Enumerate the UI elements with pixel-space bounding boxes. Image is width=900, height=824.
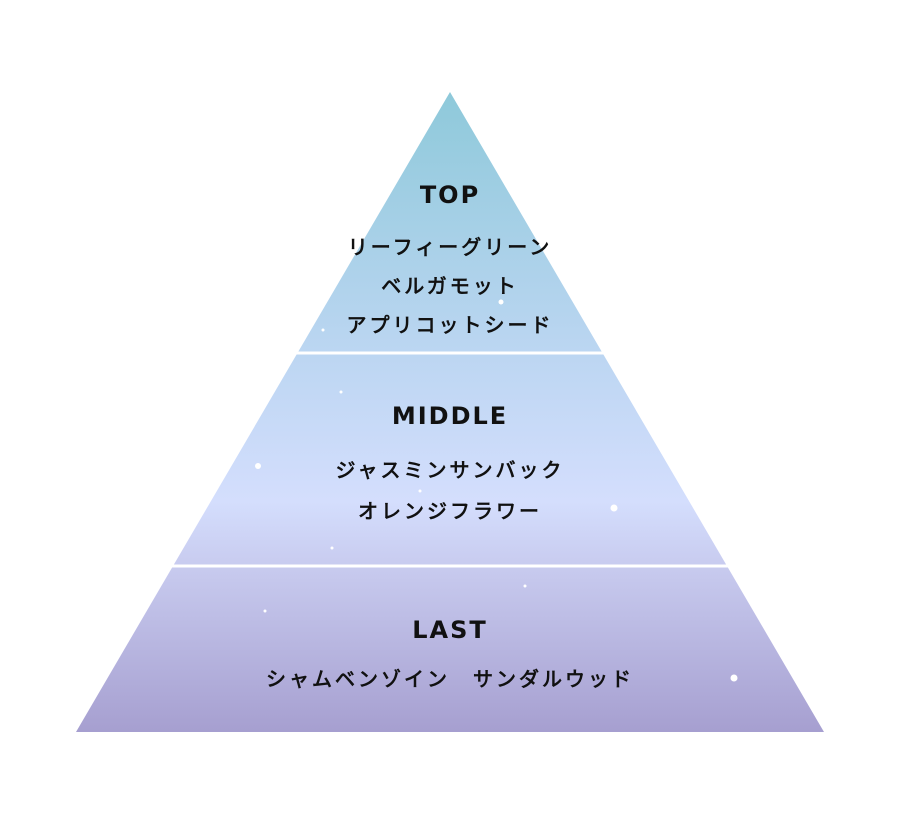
note-item: オレンジフラワー <box>358 499 542 523</box>
note-item: ベルガモット <box>381 274 519 298</box>
pyramid-shape <box>76 92 824 732</box>
sparkle-dots <box>255 299 738 682</box>
note-item: リーフィーグリーン <box>347 235 553 259</box>
note-item: ジャスミンサンバック <box>335 458 565 482</box>
note-item: シャムベンゾイン サンダルウッド <box>266 667 634 691</box>
tier-title-last: LAST <box>412 616 488 644</box>
tier-title-middle: MIDDLE <box>391 402 509 430</box>
note-item: アプリコットシード <box>346 313 554 337</box>
tier-title-top: TOP <box>419 181 481 209</box>
